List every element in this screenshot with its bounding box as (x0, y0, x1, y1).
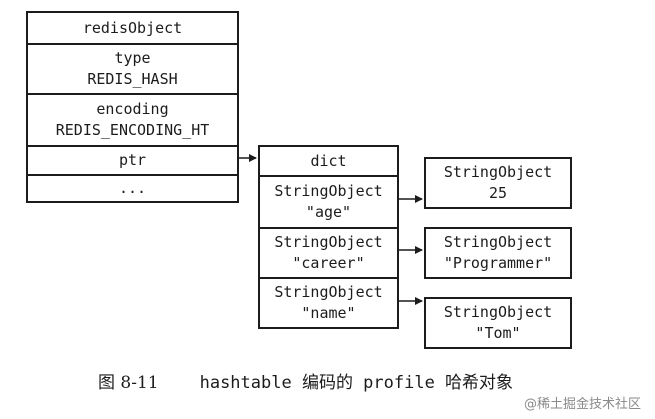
figure-caption-text: hashtable 编码的 profile 哈希对象 (199, 373, 514, 393)
value-box-name: StringObject "Tom" (424, 297, 572, 349)
dict-key-name: StringObject "name" (260, 277, 397, 327)
ptr-field: ptr (28, 145, 237, 174)
value-text: "Tom" (475, 324, 521, 342)
value-text: 25 (488, 184, 508, 202)
encoding-field: encoding REDIS_ENCODING_HT (28, 93, 237, 145)
key-type-label: StringObject (274, 233, 383, 251)
encoding-label: encoding (96, 100, 169, 118)
type-label: type (114, 49, 151, 67)
figure-number: 图 8-11 (98, 373, 159, 393)
redis-object-box: redisObject type REDIS_HASH encoding RED… (26, 11, 239, 203)
value-box-age: StringObject 25 (424, 157, 572, 209)
more-label: ... (118, 179, 147, 197)
dict-title: dict (260, 147, 397, 175)
key-type-label: StringObject (274, 182, 383, 200)
dict-box: dict StringObject "age" StringObject "ca… (258, 145, 399, 329)
type-value: REDIS_HASH (87, 70, 178, 88)
key-value: "name" (301, 304, 356, 322)
key-value: "career" (292, 254, 365, 272)
dict-key-age: StringObject "age" (260, 175, 397, 227)
more-field: ... (28, 174, 237, 201)
dict-key-career: StringObject "career" (260, 227, 397, 277)
redis-object-title: redisObject (28, 13, 237, 43)
value-type-label: StringObject (443, 303, 553, 321)
ptr-label: ptr (118, 151, 147, 169)
type-field: type REDIS_HASH (28, 43, 237, 93)
redis-object-title-text: redisObject (82, 18, 183, 37)
dict-title-text: dict (310, 151, 347, 170)
value-box-career: StringObject "Programmer" (424, 227, 572, 279)
value-text: "Programmer" (443, 254, 553, 272)
encoding-value: REDIS_ENCODING_HT (55, 121, 210, 139)
value-type-label: StringObject (443, 233, 553, 251)
key-type-label: StringObject (274, 283, 383, 301)
value-type-label: StringObject (443, 163, 553, 181)
watermark: @稀土掘金技术社区 (523, 397, 641, 412)
figure-caption: 图 8-11 hashtable 编码的 profile 哈希对象 (98, 368, 513, 393)
key-value: "age" (305, 203, 352, 221)
